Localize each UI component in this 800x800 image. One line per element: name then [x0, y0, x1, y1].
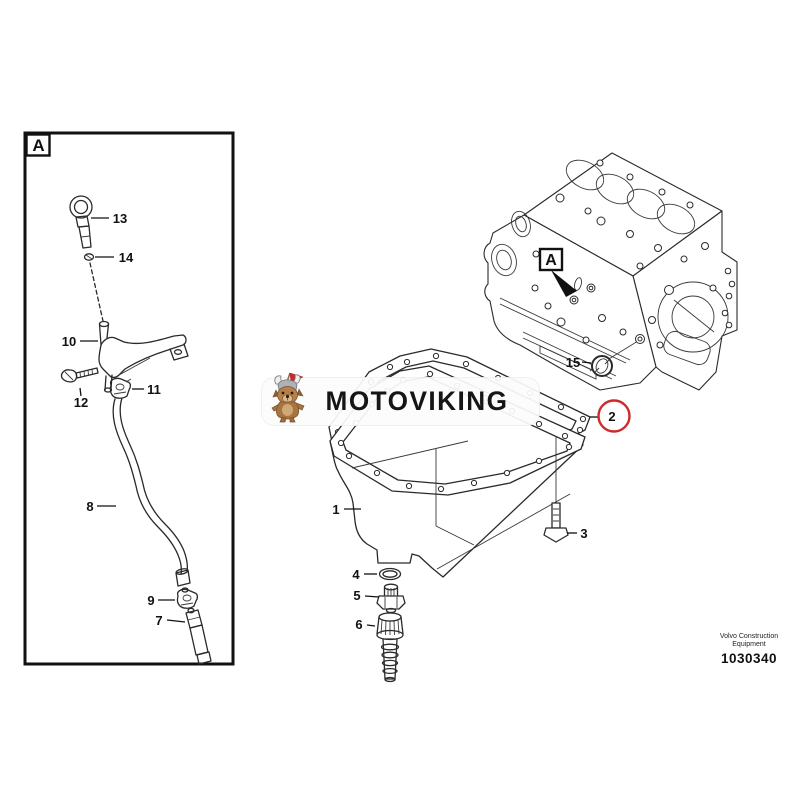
callout-15-leader — [581, 361, 592, 364]
callout-9-label: 9 — [147, 593, 154, 608]
watermark-banner: MOTOVIKING — [261, 372, 540, 426]
engine-block-drawing: A 15 — [483, 152, 738, 391]
highlighted-callout: 2 — [590, 399, 631, 433]
callout-5-label: 5 — [353, 588, 360, 603]
sealing-plug-part: 15 — [566, 334, 645, 377]
callout-2-label: 2 — [608, 409, 615, 424]
detail-view-frame — [23, 131, 235, 666]
footer-company-line1: Volvo Construction — [719, 633, 779, 640]
engine-block-marker: A — [538, 247, 577, 297]
detail-view-callouts: 13 14 10 11 12 8 9 7 — [62, 211, 186, 628]
detail-view-panel: A — [23, 131, 235, 666]
footer-company-line2: Equipment — [732, 640, 766, 648]
rear-face-details — [648, 242, 736, 366]
callout-10-label: 10 — [62, 334, 76, 349]
flange-bolt-part: 3 — [543, 437, 588, 543]
figure-footer: Volvo Construction Equipment 1030340 — [700, 633, 798, 666]
callout-7-label: 7 — [155, 613, 162, 628]
detail-view-marker-box — [25, 133, 51, 157]
callout-15-label: 15 — [566, 355, 580, 370]
callout-12-label: 12 — [74, 395, 88, 410]
deck-bolt-holes — [555, 159, 694, 270]
callout-4-label: 4 — [352, 567, 360, 582]
callout-1-label: 1 — [332, 502, 339, 517]
callout-12-leader — [79, 387, 82, 397]
dipstick-assembly-drawing — [60, 195, 212, 665]
figure-number: 1030340 — [720, 651, 778, 666]
callout-6-leader — [366, 624, 376, 627]
drain-plug-parts: 4 5 6 — [352, 567, 406, 683]
highlight-circle — [597, 399, 631, 433]
cylinder-bores — [565, 159, 696, 235]
callout-8-label: 8 — [86, 499, 93, 514]
callout-5-leader — [364, 595, 380, 598]
detail-view-marker-label: A — [32, 136, 44, 155]
block-marker-arrow — [551, 270, 577, 297]
callout-11-label: 11 — [147, 382, 161, 397]
callout-14-label: 14 — [119, 250, 134, 265]
callout-7-leader — [166, 619, 186, 623]
brand-wordmark: MOTOVIKING — [325, 386, 509, 416]
callout-3-label: 3 — [580, 526, 587, 541]
block-marker-label: A — [545, 252, 557, 269]
viking-dog-mascot-icon — [271, 372, 305, 423]
callout-13-label: 13 — [113, 211, 127, 226]
callout-6-label: 6 — [355, 617, 362, 632]
